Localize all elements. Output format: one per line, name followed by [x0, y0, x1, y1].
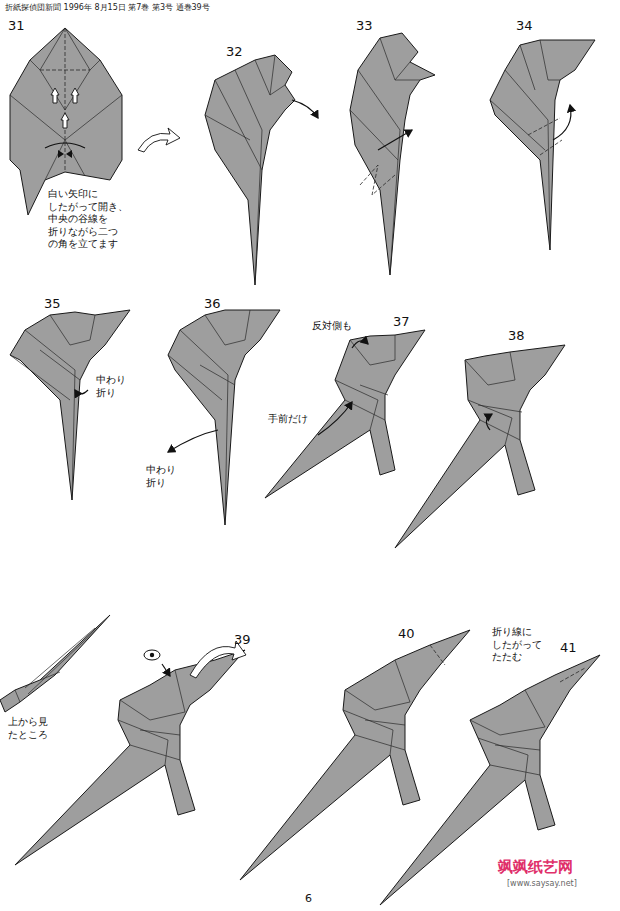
step-number: 34: [516, 18, 533, 34]
step-number: 35: [44, 296, 61, 312]
instruction-note: 白い矢印に したがって開き、 中央の谷線を 折りながら二つ の角を立てます: [48, 188, 134, 251]
instruction-note: 手前だけ: [268, 413, 308, 426]
step-41-figure: [380, 655, 600, 905]
watermark: 飒飒纸艺网: [498, 858, 573, 877]
step-number: 41: [560, 640, 577, 656]
step-number: 37: [393, 314, 410, 330]
page-number: 6: [305, 892, 312, 906]
step-37-figure: [265, 330, 425, 498]
step-36-figure: [168, 310, 280, 525]
instruction-note: 反対側も: [312, 320, 352, 333]
step-number: 36: [204, 296, 221, 312]
top-view-figure: [0, 615, 110, 712]
instruction-note: 中わり 折り: [96, 374, 130, 399]
step-38-figure: [395, 345, 565, 548]
step-39-figure: [15, 641, 246, 865]
step-number: 31: [8, 18, 25, 34]
step-32-figure: [205, 55, 318, 285]
step-number: 40: [398, 626, 415, 642]
header-text: 折紙探偵団新聞 1996年 8月15日 第7巻 第3号 通巻39号: [5, 3, 210, 13]
step-33-figure: [350, 33, 435, 275]
watermark-url: [www.saysay.net]: [507, 879, 577, 889]
step-34-figure: [490, 40, 595, 250]
step-number: 32: [226, 44, 243, 60]
step-31-figure: [10, 28, 122, 215]
eye-symbol: [144, 650, 160, 660]
instruction-note: 上から見 たところ: [8, 716, 54, 741]
instruction-note: 中わり 折り: [146, 464, 180, 489]
next-arrow: [138, 128, 180, 152]
step-number: 38: [508, 328, 525, 344]
step-number: 33: [356, 18, 373, 34]
step-35-figure: [10, 310, 130, 500]
step-number: 39: [234, 632, 251, 648]
instruction-note: 折り線に したがって たたむ: [492, 626, 546, 664]
